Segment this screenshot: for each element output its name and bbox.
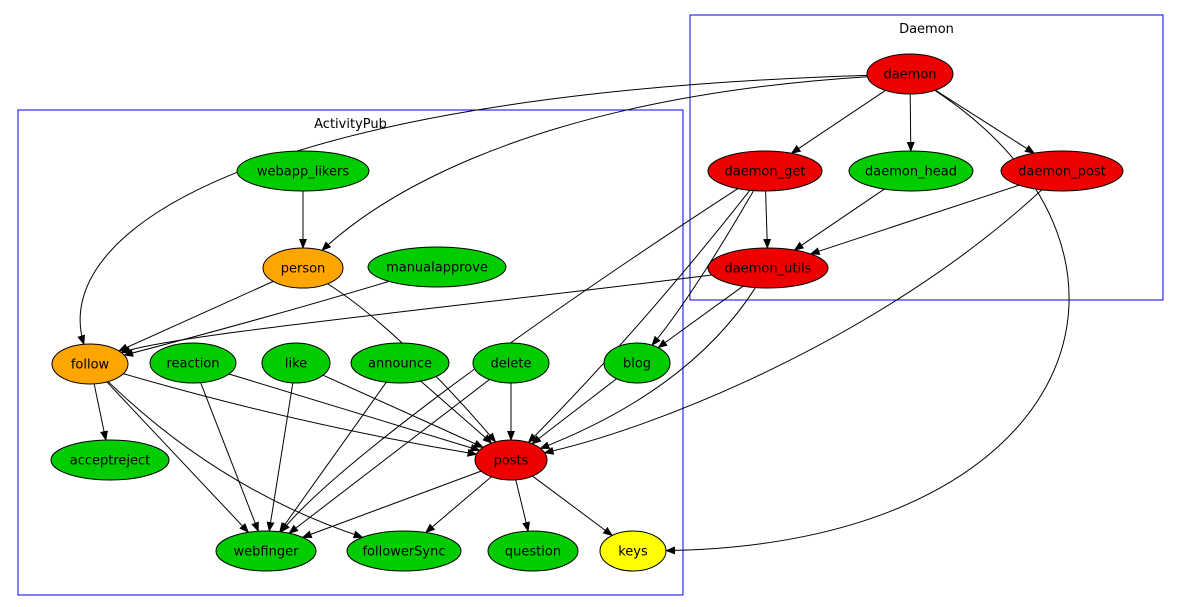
node-ellipse-follow <box>51 343 129 385</box>
cluster-border-activitypub <box>17 109 684 596</box>
node-webfinger: webfinger <box>215 530 317 572</box>
node-posts: posts <box>474 439 548 481</box>
edge-reaction-to-webfinger <box>200 382 259 533</box>
node-ellipse-daemon_head <box>848 150 974 192</box>
edge-daemon-to-follow <box>77 74 868 346</box>
node-followerSync: followerSync <box>346 530 462 572</box>
node-person: person <box>262 247 344 289</box>
edge-manualapprove-to-follow <box>123 280 390 357</box>
edge-posts-to-webfinger <box>301 470 482 539</box>
edge-follow-to-webfinger <box>106 381 250 534</box>
node-ellipse-posts <box>474 439 548 481</box>
edge-daemon_post-to-posts <box>543 189 1043 455</box>
node-blog: blog <box>603 342 671 384</box>
edge-blog-to-posts <box>531 378 617 445</box>
cluster-activitypub: ActivityPub <box>17 109 684 596</box>
cluster-label-activitypub: ActivityPub <box>314 117 387 132</box>
node-acceptreject: acceptreject <box>50 439 170 481</box>
edge-follow-to-followerSync <box>107 381 364 539</box>
node-follow: follow <box>51 343 129 385</box>
edge-daemon-to-daemon_head <box>906 93 915 152</box>
edge-daemon-to-daemon_post <box>935 89 1035 154</box>
edge-daemon_utils-to-blog <box>657 285 744 349</box>
node-delete: delete <box>472 342 550 384</box>
node-ellipse-announce <box>350 342 450 384</box>
node-daemon_get: daemon_get <box>707 150 823 192</box>
node-announce: announce <box>350 342 450 384</box>
node-daemon: daemon <box>866 53 954 95</box>
edge-announce-to-posts <box>420 380 493 444</box>
edge-daemon_get-to-webfinger <box>280 188 739 533</box>
edge-reaction-to-posts <box>228 373 481 452</box>
edge-daemon_get-to-posts <box>527 189 751 444</box>
node-ellipse-question <box>487 530 579 572</box>
node-keys: keys <box>599 530 667 572</box>
node-like: like <box>261 342 331 384</box>
edge-posts-to-followerSync <box>424 476 492 534</box>
node-ellipse-daemon_post <box>1000 150 1124 192</box>
edge-follow-to-acceptreject <box>93 383 108 442</box>
edge-person-to-follow <box>117 280 274 352</box>
edge-daemon-to-person <box>321 76 868 252</box>
cluster-daemon-cluster: Daemon <box>689 14 1164 301</box>
cluster-label-daemon-cluster: Daemon <box>899 22 954 37</box>
node-ellipse-daemon <box>866 53 954 95</box>
edge-daemon-to-daemon_get <box>790 90 886 154</box>
node-daemon_utils: daemon_utils <box>707 247 829 289</box>
edge-daemon_get-to-blog <box>651 190 755 346</box>
node-ellipse-webfinger <box>215 530 317 572</box>
edge-daemon_post-to-daemon_utils <box>809 184 1020 255</box>
node-ellipse-like <box>261 342 331 384</box>
edges-layer <box>77 74 1070 555</box>
edge-like-to-webfinger <box>266 382 294 533</box>
cluster-border-daemon-cluster <box>689 14 1164 301</box>
edge-announce-to-webfinger <box>279 381 387 533</box>
edge-daemon_utils-to-posts <box>539 287 756 449</box>
node-manualapprove: manualapprove <box>367 246 507 288</box>
edge-daemon_get-to-daemon_utils <box>763 190 772 250</box>
node-ellipse-daemon_utils <box>707 247 829 289</box>
edge-daemon_head-to-daemon_utils <box>793 188 885 251</box>
node-ellipse-reaction <box>149 342 237 384</box>
node-ellipse-blog <box>603 342 671 384</box>
node-ellipse-webapp_likers <box>236 150 370 192</box>
node-ellipse-acceptreject <box>50 439 170 481</box>
node-daemon_head: daemon_head <box>848 150 974 192</box>
node-reaction: reaction <box>149 342 237 384</box>
node-ellipse-keys <box>599 530 667 572</box>
node-webapp_likers: webapp_likers <box>236 150 370 192</box>
node-ellipse-followerSync <box>346 530 462 572</box>
node-ellipse-daemon_get <box>707 150 823 192</box>
node-ellipse-delete <box>472 342 550 384</box>
node-question: question <box>487 530 579 572</box>
edge-like-to-posts <box>322 374 484 448</box>
edge-posts-to-keys <box>532 475 613 537</box>
node-ellipse-manualapprove <box>367 246 507 288</box>
edge-delete-to-webfinger <box>288 379 490 534</box>
edge-follow-to-posts <box>123 373 478 457</box>
node-ellipse-person <box>262 247 344 289</box>
node-daemon_post: daemon_post <box>1000 150 1124 192</box>
edge-posts-to-question <box>515 479 530 533</box>
edge-daemon_utils-to-follow <box>120 274 712 354</box>
